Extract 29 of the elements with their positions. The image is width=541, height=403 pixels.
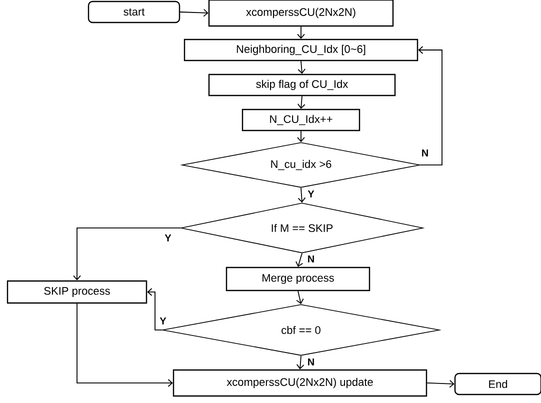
process-box: skip flag of CU_Idx [208, 74, 396, 96]
arrow [180, 8, 208, 17]
arrow [418, 46, 442, 166]
arrow [426, 380, 454, 388]
process-box: xcomperssCU(2Nx2N) update [172, 369, 428, 397]
edge-label: Y [306, 190, 316, 198]
edge-label: N [306, 358, 316, 366]
process-box: xcomperssCU(2Nx2N) [208, 0, 394, 27]
arrow [297, 96, 306, 109]
arrow [76, 303, 173, 387]
terminal-box: start [88, 0, 180, 24]
edge-label: Y [164, 234, 172, 242]
arrow [297, 26, 305, 39]
process-box: Neighboring_CU_Idx [0~6] [184, 38, 418, 62]
process-box: Merge process [226, 266, 370, 292]
arrow [147, 288, 163, 330]
terminal-box: End [454, 372, 541, 396]
arrow [298, 187, 306, 203]
arrow [296, 252, 304, 267]
edge-label: N [420, 148, 430, 158]
process-box: SKIP process [6, 280, 148, 304]
process-box: N_CU_Idx++ [242, 108, 360, 132]
edge-label: Y [158, 316, 168, 326]
arrow [73, 228, 182, 280]
arrow [296, 355, 304, 370]
arrow [296, 290, 304, 304]
arrow [297, 130, 305, 142]
arrow [298, 60, 306, 74]
edge-label: N [306, 254, 316, 264]
